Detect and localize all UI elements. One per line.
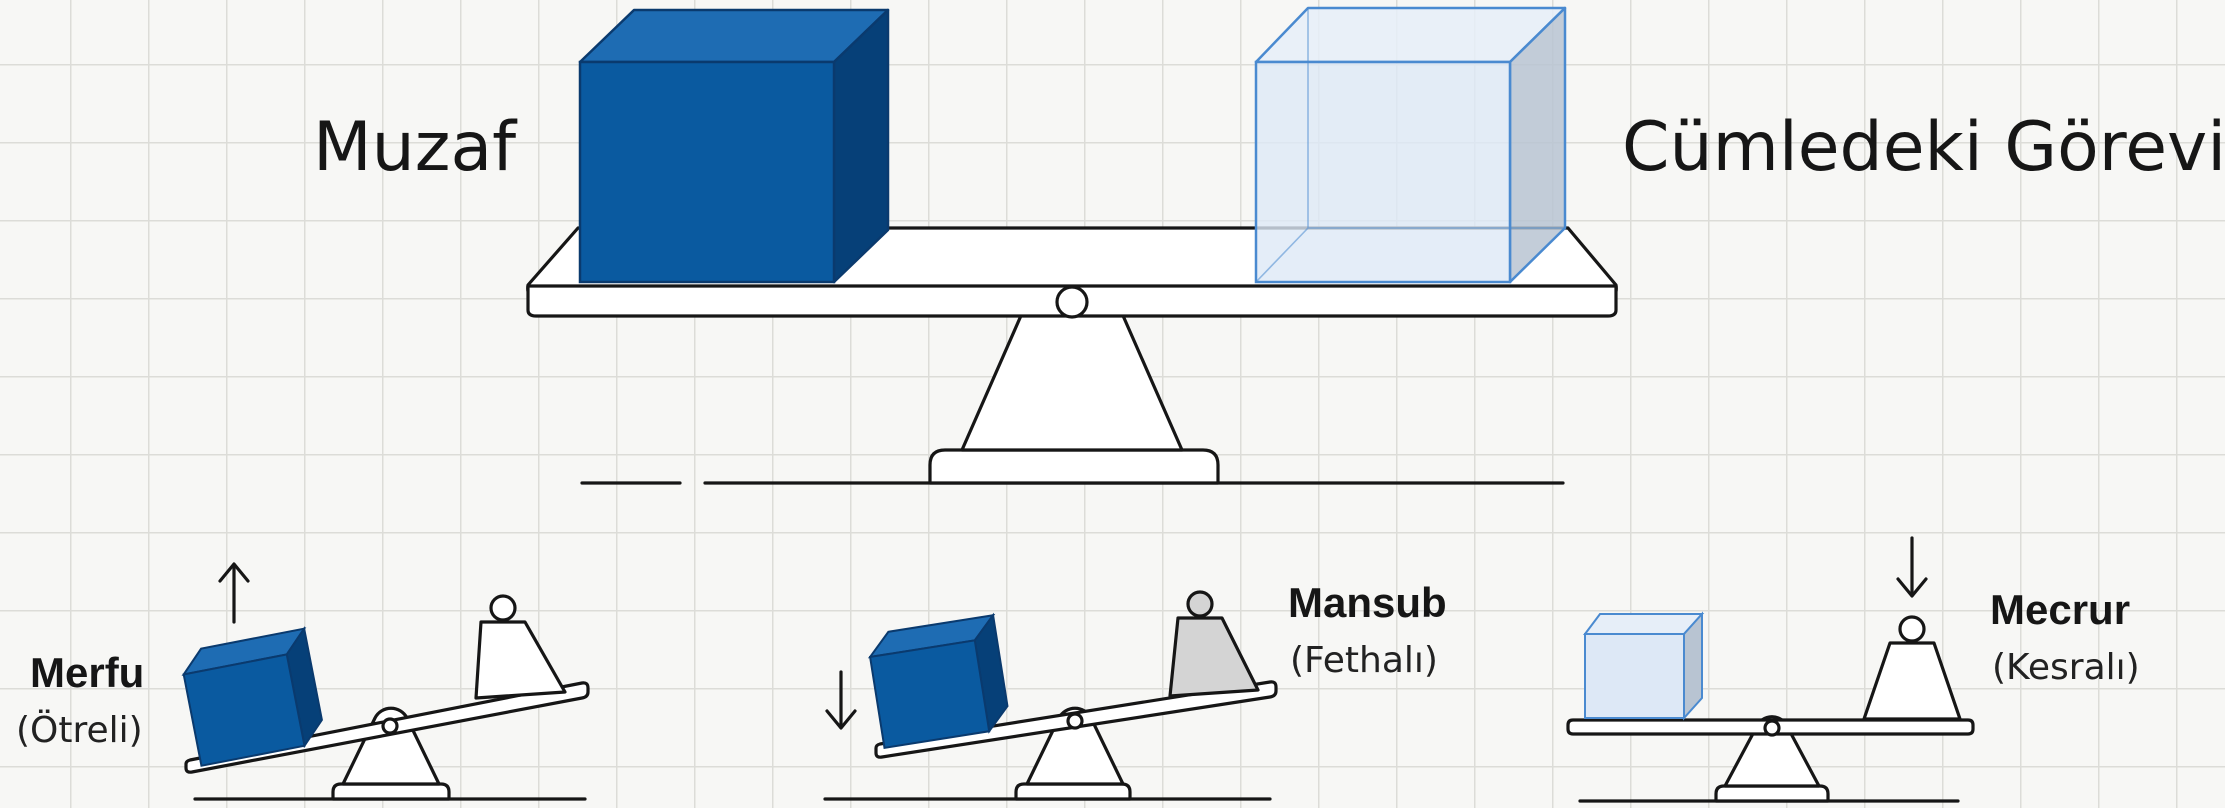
weight xyxy=(1864,617,1960,719)
fulcrum-pivot xyxy=(1765,721,1779,735)
mecrur-scale: Mecrur (Kesralı) xyxy=(1568,538,2140,801)
weight xyxy=(1170,592,1258,696)
mecrur-ghost-block xyxy=(1585,614,1702,718)
fulcrum-pivot xyxy=(1057,287,1087,317)
muzaf-block xyxy=(580,10,888,282)
otreli-label: (Ötreli) xyxy=(16,709,143,751)
merfu-scale: Merfu (Ötreli) xyxy=(16,564,588,799)
weight xyxy=(476,596,565,698)
fulcrum-pivot xyxy=(1068,714,1082,728)
mansub-label: Mansub xyxy=(1288,579,1447,626)
kesrali-label: (Kesralı) xyxy=(1992,647,2140,688)
scale-base xyxy=(930,450,1218,483)
fethali-label: (Fethalı) xyxy=(1290,640,1438,681)
scale-base xyxy=(1016,784,1130,799)
cumledeki-gorevi-label: Cümledeki Görevi xyxy=(1622,108,2225,187)
merfu-label: Merfu xyxy=(30,649,144,696)
scale-base xyxy=(1716,786,1828,801)
arrow-up-icon xyxy=(220,564,248,622)
merfu-block xyxy=(179,629,326,766)
mecrur-label: Mecrur xyxy=(1990,586,2130,633)
arrow-down-icon xyxy=(1898,538,1926,596)
muzaf-label: Muzaf xyxy=(313,108,518,187)
mansub-scale: Mansub (Fethalı) xyxy=(825,579,1447,799)
scale-base xyxy=(333,784,449,799)
ghost-block xyxy=(1256,8,1565,282)
arrow-down-icon xyxy=(827,672,855,728)
mansub-block xyxy=(867,615,1011,748)
fulcrum-pivot xyxy=(383,719,397,733)
